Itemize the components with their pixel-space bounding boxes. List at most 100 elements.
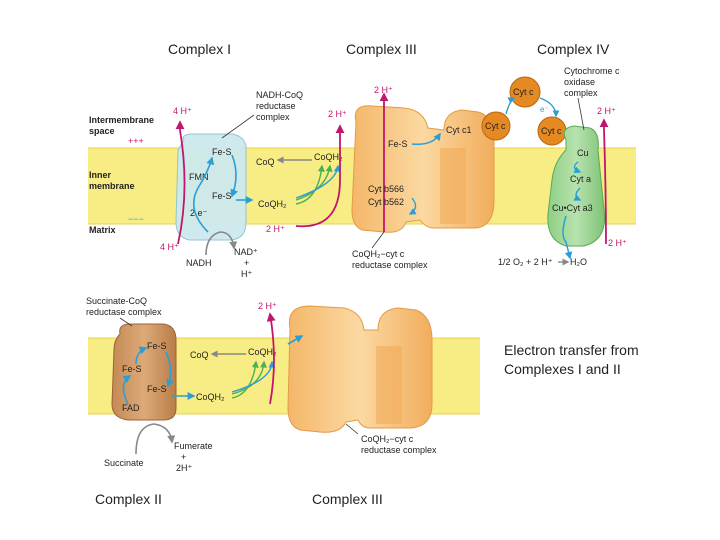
c2-fes-1: Fe-S: [147, 341, 167, 351]
c1-electron-path: [192, 156, 215, 233]
cyt-c-sphere-left: [481, 111, 511, 141]
c1-fes-bottom: Fe-S: [212, 191, 232, 201]
c3-lower-title-2: reductase complex: [361, 445, 437, 455]
c4-oxygen-arrow: [562, 215, 573, 260]
c2-electron-path-3: [165, 351, 174, 388]
c3-protons-bottom: 2 H⁺: [266, 224, 285, 234]
c1-nad-plus: +: [244, 258, 249, 268]
c2-electron-path-2: [135, 346, 148, 365]
complex-i-label: Complex I: [168, 41, 232, 57]
c2-electron-path: [122, 375, 132, 405]
c4-internal-arrow: [573, 161, 582, 174]
c4-protons-bottom: 2 H⁺: [608, 238, 627, 248]
cyt-c-sphere-top: [509, 76, 541, 108]
c1-electrons: 2 e⁻: [190, 208, 208, 218]
c1-coq: CoQ: [256, 157, 275, 167]
membrane-label: membrane: [89, 181, 135, 191]
c4-title-pointer: [577, 97, 585, 131]
complex-iii-label: Complex III: [346, 41, 417, 57]
c2-succinate: Succinate: [104, 458, 144, 468]
c1-coqh2-arrow-2: [295, 164, 333, 201]
c3-cyt-b-arrow: [408, 197, 417, 215]
c3-lower-title-1: CoQH₂−cyt c: [361, 434, 414, 444]
c1-fes-top: Fe-S: [212, 147, 232, 157]
c3-fes-arrow: [411, 132, 441, 146]
c3-fes: Fe-S: [388, 139, 408, 149]
c2-coq: CoQ: [190, 350, 209, 360]
intermembrane-label: Intermembrane: [89, 115, 154, 125]
c3-cyt-b562: Cyt b562: [368, 197, 404, 207]
c1-proton-arrow: [175, 120, 186, 245]
c2-h-plus: 2H⁺: [176, 463, 193, 473]
caption-line-1: Electron transfer from: [504, 342, 639, 358]
complex-ii-label: Complex II: [95, 491, 162, 507]
c4-oxygen: 1/2 O₂ + 2 H⁺: [498, 257, 553, 267]
complex-iii-body: [351, 105, 495, 233]
c3-title-pointer: [371, 231, 385, 249]
c1-coqh2-arrow-1: [295, 164, 325, 205]
c2-title-2: reductase complex: [86, 307, 162, 317]
c2-fad: FAD: [122, 403, 140, 413]
c3-cyt-b566: Cyt b566: [368, 184, 404, 194]
c4-title-2: oxidase: [564, 77, 595, 87]
c2-coqh2-out: CoQH₂: [248, 347, 277, 357]
caption: Electron transfer from Complexes I and I…: [504, 341, 639, 379]
c1-nadh-arrow: [205, 231, 238, 256]
c1-protons-out: 4 H⁺: [173, 106, 192, 116]
c4-proton-arrow: [599, 118, 609, 245]
c4-cyt-c-left: Cyt c: [485, 121, 506, 131]
plus-charges: +++: [128, 136, 144, 146]
c2-coqh2-arrow-3: [231, 360, 276, 393]
complex-ii-body: [111, 323, 177, 421]
c4-water: H₂O: [570, 257, 587, 267]
c2-title-pointer: [119, 317, 133, 327]
c4-electron-arrow-2: [539, 97, 560, 118]
c2-coqh2-in: CoQH₂: [196, 392, 225, 402]
c1-coqh2-arrow-3: [295, 164, 341, 199]
c1-nad: NAD⁺: [234, 247, 258, 257]
c1-fmn: FMN: [189, 172, 209, 182]
c1-coqh2-out: CoQH₂: [314, 152, 343, 162]
c4-title-1: Cytochrome c: [564, 66, 620, 76]
complex-iii-lower-body: [287, 305, 433, 433]
c2-fes-2: Fe-S: [122, 364, 142, 374]
c4-electron-arrow: [505, 97, 516, 115]
c1-nadh: NADH: [186, 258, 212, 268]
c1-protons-in: 4 H⁺: [160, 242, 179, 252]
complex-iii-lower-shadow-band: [376, 346, 402, 424]
c3-q-proton-arrow: [295, 124, 345, 228]
inner-label: Inner: [89, 170, 112, 180]
space-label-text: space: [89, 126, 115, 136]
c2-fumerate: Fumerate: [174, 441, 213, 451]
complex-iii-lower-label: Complex III: [312, 491, 383, 507]
c4-cyt-c-top: Cyt c: [513, 87, 534, 97]
c3-title-1: CoQH₂−cyt c: [352, 249, 405, 259]
caption-line-2: Complexes I and II: [504, 361, 621, 377]
c1-nad-h: H⁺: [241, 269, 252, 279]
c1-title-pointer: [221, 114, 255, 139]
c4-title-3: complex: [564, 88, 598, 98]
c4-protons-top: 2 H⁺: [597, 106, 616, 116]
c4-cyt-a: Cyt a: [570, 174, 591, 184]
c1-title-1: NADH-CoQ: [256, 90, 303, 100]
c1-title-3: complex: [256, 112, 290, 122]
c2-plus: +: [181, 452, 186, 462]
c4-cu: Cu: [577, 148, 589, 158]
c2-title-1: Succinate-CoQ: [86, 296, 147, 306]
c2-coqh2-arrow-2: [231, 360, 268, 395]
c2-protons: 2 H⁺: [258, 301, 277, 311]
c3-lower-title-pointer: [345, 423, 359, 435]
c3-protons-top: 2 H⁺: [374, 85, 393, 95]
c3-title-2: reductase complex: [352, 260, 428, 270]
c2-fes-3: Fe-S: [147, 384, 167, 394]
c4-electron: e⁻: [540, 105, 549, 114]
minus-charges: −−−: [128, 214, 144, 224]
c1-electron-path-2: [230, 154, 239, 198]
complex-iv-label: Complex IV: [537, 41, 610, 57]
c3-cyt-c1: Cyt c1: [446, 125, 472, 135]
c4-cu-cyt-a3: Cu•Cyt a3: [552, 203, 593, 213]
complex-iii-shadow-band: [440, 148, 466, 224]
matrix-label: Matrix: [89, 225, 116, 235]
c2-proton-arrow: [266, 312, 276, 405]
